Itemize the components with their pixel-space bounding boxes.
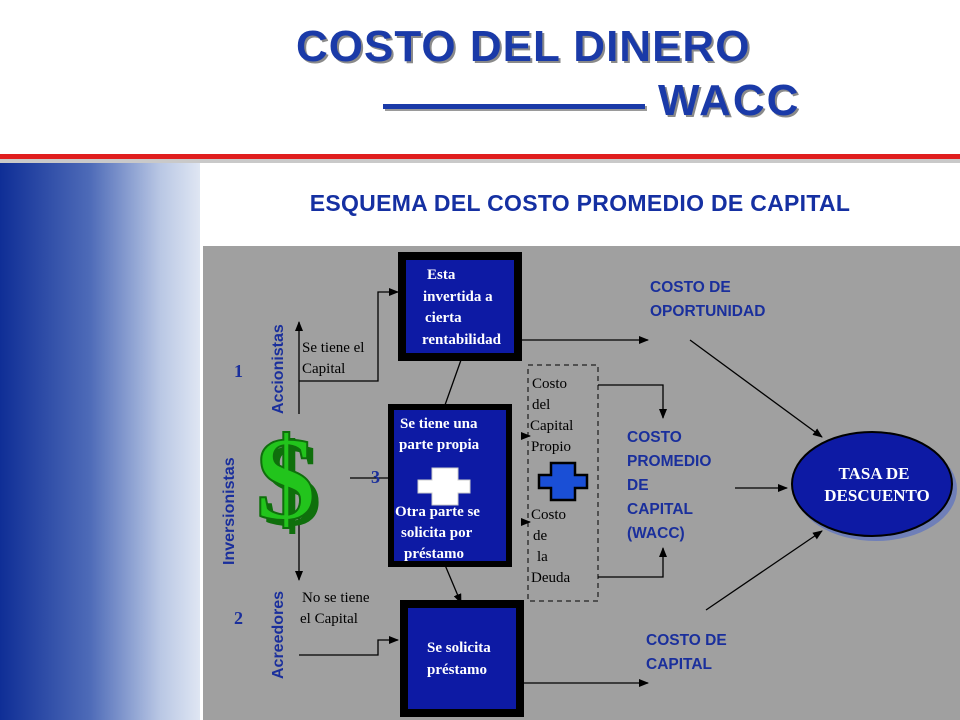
step-number-1: 1 <box>234 361 243 381</box>
step-number-2: 2 <box>234 608 243 628</box>
box-investment-line3: cierta <box>425 310 462 326</box>
tasa-descuento-line1: TASA DE <box>838 464 909 483</box>
costo-promedio-1: COSTO <box>627 429 682 446</box>
box-investment-line1: Esta <box>427 267 456 283</box>
arrow-to-box-top <box>299 288 399 382</box>
arrow-propio-to-wacc <box>598 384 667 419</box>
box-mix-line1: Se tiene una <box>400 416 478 432</box>
label-no-capital-2: el Capital <box>300 611 358 627</box>
box-investment-line2: invertida a <box>423 289 493 305</box>
box-mix-line4: solicita por <box>401 525 473 541</box>
header-divider-red <box>0 154 960 159</box>
arrow-to-box-bottom <box>299 636 399 656</box>
title-underline <box>383 104 645 109</box>
label-has-capital-1: Se tiene el <box>302 340 364 356</box>
box-mix-line2: parte propia <box>399 437 480 453</box>
arrow-oportunidad-to-tasa <box>689 339 823 438</box>
box-financing-mix: Se tiene una parte propia Otra parte se … <box>388 404 512 567</box>
costo-capital-2: CAPITAL <box>646 656 712 673</box>
costo-deuda-1: Costo <box>531 507 566 523</box>
section-title: ESQUEMA DEL COSTO PROMEDIO DE CAPITAL <box>309 190 851 216</box>
vertical-label-accionistas: Accionistas <box>270 324 287 414</box>
plus-icon <box>417 467 471 506</box>
tasa-descuento-ellipse: TASA DE DESCUENTO <box>791 431 957 541</box>
vertical-label-inversionistas: Inversionistas <box>221 457 238 565</box>
costo-promedio-2: PROMEDIO <box>627 453 711 470</box>
costo-deuda-4: Deuda <box>531 570 570 586</box>
costo-promedio-5: (WACC) <box>627 525 685 542</box>
svg-text:$: $ <box>262 418 322 551</box>
arrow-deuda-to-wacc <box>598 547 667 578</box>
costo-oportunidad-1: COSTO DE <box>650 279 731 296</box>
costo-promedio-4: CAPITAL <box>627 501 693 518</box>
costo-deuda-3: la <box>537 549 548 565</box>
box-investment-line4: rentabilidad <box>422 332 502 348</box>
label-has-capital-2: Capital <box>302 361 345 377</box>
costo-oportunidad-2: OPORTUNIDAD <box>650 303 765 320</box>
page-title: COSTO DEL DINERO <box>296 22 751 71</box>
link-middle-bottom <box>444 564 462 604</box>
page-subtitle: WACC <box>658 76 801 125</box>
label-no-capital-1: No se tiene <box>302 590 370 606</box>
costo-capital-propio-2: del <box>532 397 550 413</box>
link-top-middle <box>444 359 462 406</box>
costo-promedio-3: DE <box>627 477 649 494</box>
costo-capital-propio-4: Propio <box>531 439 571 455</box>
box-mix-line5: préstamo <box>404 546 464 562</box>
box-mix-line3: Otra parte se <box>395 504 480 520</box>
box-investment: Esta invertida a cierta rentabilidad <box>398 252 522 361</box>
box-loan-line2: préstamo <box>427 662 487 678</box>
box-loan: Se solicita préstamo <box>400 600 524 717</box>
dollar-icon: $ $ <box>255 411 322 551</box>
tasa-descuento-line2: DESCUENTO <box>824 486 930 505</box>
arrow-capital-to-tasa <box>705 530 823 611</box>
step-number-3: 3 <box>371 467 380 487</box>
svg-text:$: $ <box>256 412 316 545</box>
costo-capital-propio-1: Costo <box>532 376 567 392</box>
vertical-label-acreedores: Acreedores <box>270 591 287 679</box>
connector-lines <box>295 288 823 687</box>
header-divider-gray <box>0 159 960 163</box>
plus-icon-blue <box>537 461 589 502</box>
costo-deuda-2: de <box>533 528 548 544</box>
costo-capital-1: COSTO DE <box>646 632 727 649</box>
costo-capital-propio-3: Capital <box>530 418 573 434</box>
side-gradient-band <box>0 163 200 720</box>
box-loan-line1: Se solicita <box>427 640 491 656</box>
